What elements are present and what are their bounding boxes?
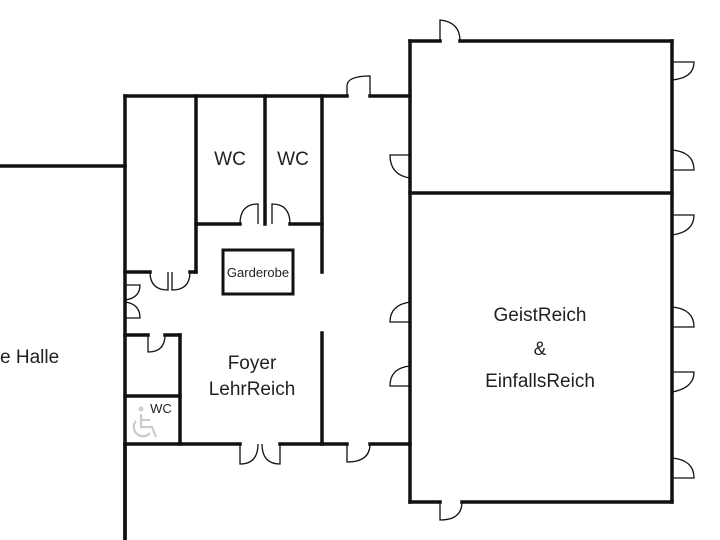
hall-label-line2: & — [534, 339, 547, 360]
wheelchair-icon — [132, 406, 158, 438]
hall-label-line3: EinfallsReich — [485, 371, 595, 392]
door-hall-left-3 — [389, 365, 411, 387]
door-hall-top — [439, 19, 461, 42]
door-hall-left-1 — [389, 154, 411, 179]
door-left-a — [124, 284, 141, 301]
door-hall-bottom — [439, 501, 463, 521]
hall-label-line1: GeistReich — [494, 305, 587, 326]
wc-accessible-label: WC — [150, 401, 172, 416]
door-foyer-bottom-b — [261, 443, 281, 465]
walls — [0, 39, 674, 540]
door-hall-right-6 — [671, 457, 695, 479]
doors — [124, 19, 695, 521]
door-hall-right-2 — [671, 149, 695, 171]
garderobe-box — [221, 248, 295, 296]
left-hall-label: e Halle — [0, 347, 59, 368]
door-left-b — [124, 301, 141, 319]
door-hall-right-1 — [671, 61, 695, 81]
door-hall-right-3 — [671, 214, 695, 236]
wc-1-label: WC — [214, 149, 246, 170]
foyer-label-line1: Foyer — [228, 353, 277, 374]
door-hall-left-2 — [389, 301, 411, 323]
door-wc-1 — [239, 203, 259, 225]
foyer-label-line2: LehrReich — [209, 379, 296, 400]
door-narrow-a — [149, 271, 169, 291]
door-hall-right-5 — [671, 371, 695, 393]
garderobe-label: Garderobe — [227, 265, 289, 280]
door-foyer-bottom-a — [239, 443, 259, 465]
door-foyer-bottom-c — [346, 443, 371, 463]
door-store — [147, 334, 166, 353]
door-wc-2 — [271, 203, 291, 225]
wc-2-label: WC — [277, 149, 309, 170]
door-hall-right-4 — [671, 306, 695, 328]
door-top-foyer — [346, 75, 371, 96]
door-narrow-b — [171, 271, 191, 291]
